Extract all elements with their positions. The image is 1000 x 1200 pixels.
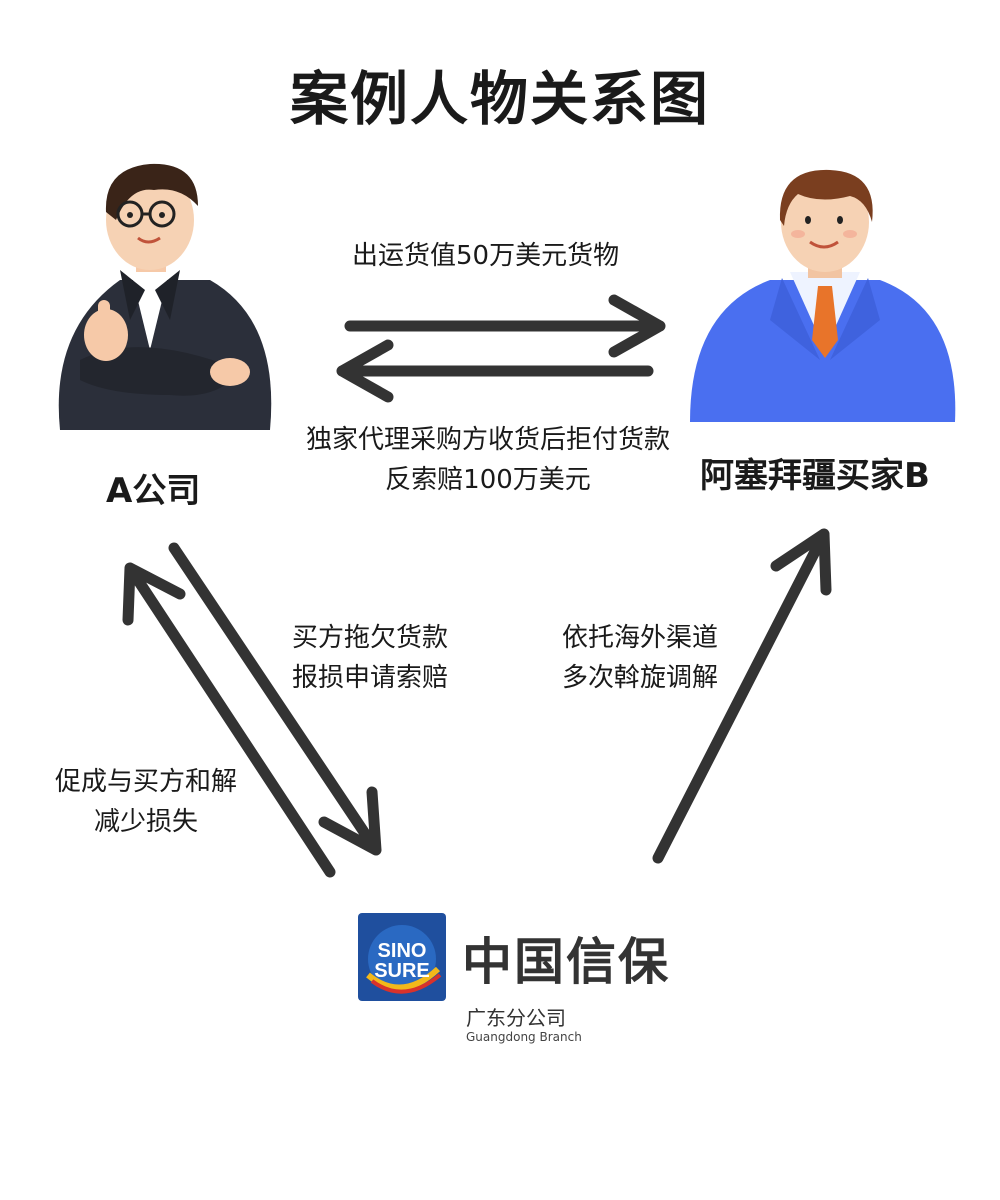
company-a-name: A公司	[106, 471, 201, 511]
arrow-sinosure-to-b	[652, 528, 832, 864]
page-title: 案例人物关系图	[289, 65, 710, 133]
label-sinosure-to-b-line1: 依托海外渠道	[562, 623, 719, 653]
sinosure-logo-mark: SINO SURE	[358, 913, 446, 1001]
label-a-to-sinosure: 买方拖欠货款 报损申请索赔	[292, 618, 448, 698]
sinosure-logo-name: 中国信保	[462, 933, 670, 991]
arrow-a-to-sinosure	[168, 542, 382, 856]
label-sinosure-to-b: 依托海外渠道 多次斡旋调解	[562, 618, 718, 698]
label-b-to-a: 独家代理采购方收货后拒付货款 反索赔100万美元	[292, 420, 684, 500]
company-a-avatar	[58, 163, 272, 430]
label-b-to-a-line1: 独家代理采购方收货后拒付货款	[305, 425, 670, 455]
label-sinosure-to-a-line2: 减少损失	[93, 807, 198, 837]
buyer-b-avatar	[690, 169, 956, 422]
label-b-to-a-line2: 反索赔100万美元	[385, 465, 591, 495]
logo-mark-line1: SINO	[378, 940, 427, 962]
label-sinosure-to-b-line2: 多次斡旋调解	[562, 663, 719, 693]
label-a-to-b: 出运货值50万美元货物	[352, 241, 620, 271]
logo-mark-line2: SURE	[374, 960, 430, 982]
sinosure-branch-cn: 广东分公司	[466, 1006, 566, 1030]
arrow-a-to-b	[344, 294, 666, 358]
label-a-to-sinosure-line1: 买方拖欠货款	[292, 623, 449, 653]
arrow-sinosure-to-a	[122, 562, 336, 878]
sinosure-branch-en: Guangdong Branch	[466, 1030, 582, 1044]
arrow-b-to-a	[336, 339, 654, 403]
buyer-b-name: 阿塞拜疆买家B	[700, 456, 930, 496]
label-a-to-sinosure-line2: 报损申请索赔	[292, 663, 449, 693]
label-sinosure-to-a-line1: 促成与买方和解	[54, 767, 237, 797]
label-sinosure-to-a: 促成与买方和解 减少损失	[46, 762, 246, 842]
